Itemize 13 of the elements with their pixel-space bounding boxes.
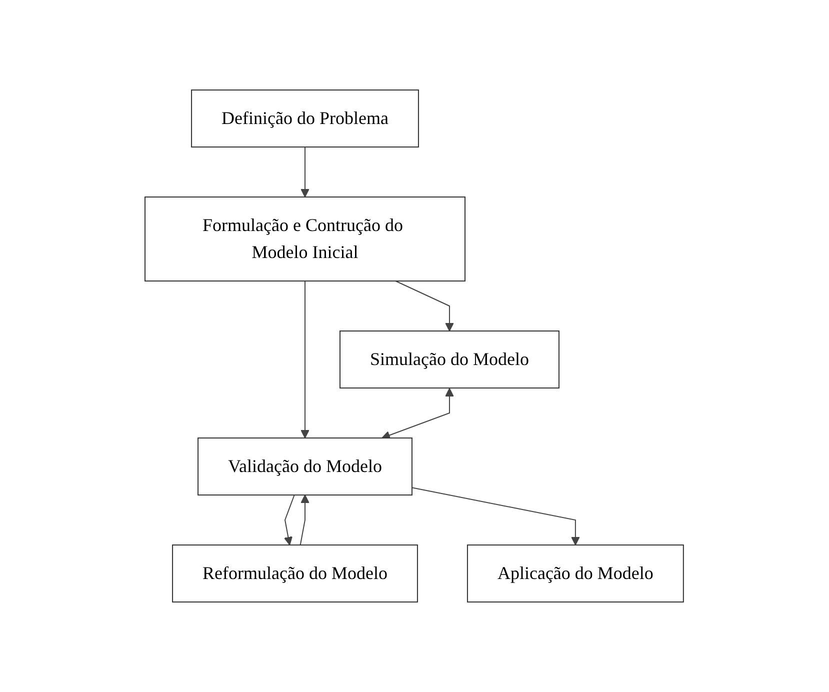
arrow (395, 280, 454, 332)
node-box: Reformulação do Modelo (172, 544, 418, 602)
node-box: Definição do Problema (191, 90, 420, 148)
arrow (300, 494, 310, 546)
arrow (284, 494, 296, 546)
arrow (300, 146, 310, 198)
node-box: Formulação e Contrução do Modelo Inicial (144, 196, 466, 282)
node-box: Simulação do Modelo (340, 330, 560, 388)
node-box: Validação do Modelo (198, 438, 413, 496)
arrow (300, 280, 310, 438)
arrow (382, 388, 454, 440)
node-box: Aplicação do Modelo (467, 544, 684, 602)
arrow (412, 487, 580, 546)
